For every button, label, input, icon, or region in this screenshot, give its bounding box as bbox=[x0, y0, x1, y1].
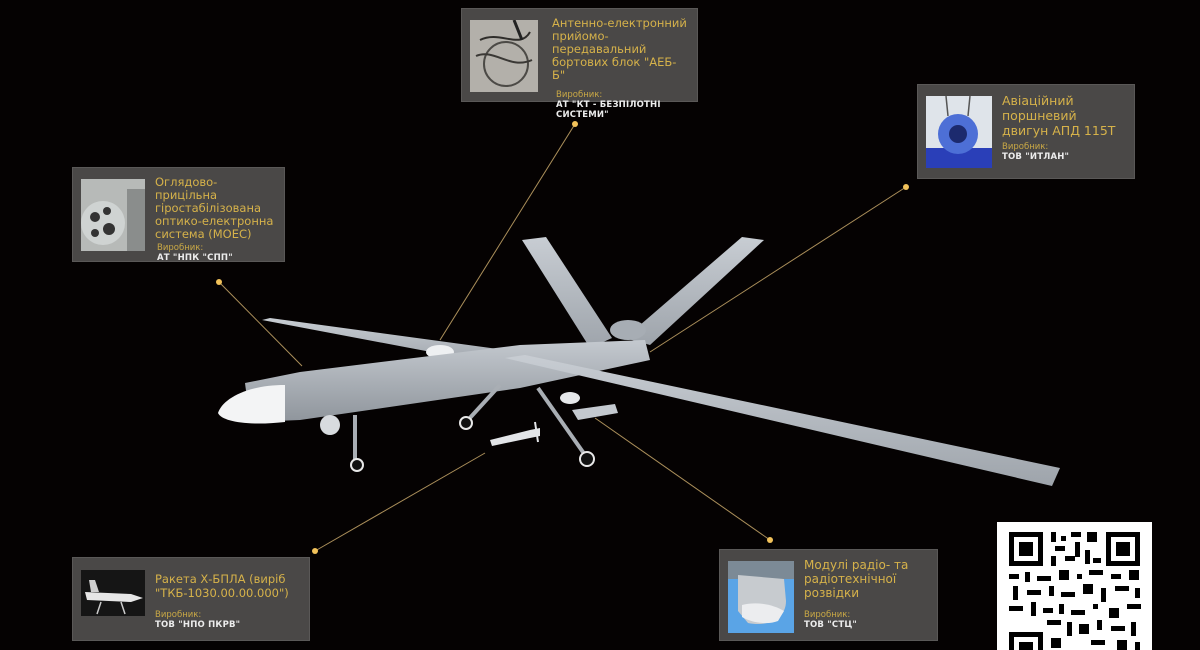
qr-code[interactable] bbox=[997, 522, 1152, 650]
maker-name: АТ "НПК "СПП" bbox=[157, 253, 233, 263]
maker-label: Виробник: bbox=[804, 610, 851, 620]
leader-dot bbox=[216, 279, 222, 285]
callout-title: Оглядово-прицільна гіростабілізована опт… bbox=[155, 175, 274, 241]
recon-pod bbox=[572, 404, 618, 420]
maker-label: Виробник: bbox=[1002, 142, 1049, 152]
maker-label: Виробник: bbox=[155, 610, 202, 620]
antenna-unit-photo bbox=[470, 20, 538, 92]
wing-right bbox=[505, 355, 1060, 486]
leader-dot bbox=[903, 184, 909, 190]
callout-recon: Модулі радіо- та радіотехнічної розвідки… bbox=[719, 549, 938, 641]
callout-title: Антенно-електронний прийомо-передавальни… bbox=[552, 16, 687, 82]
callout-title: Ракета Х-БПЛА (виріб "ТКБ-1030.00.00.000… bbox=[155, 572, 289, 600]
callout-engine: Авіаційний поршневий двигун АПД 115Т Вир… bbox=[917, 84, 1135, 179]
leader-dot bbox=[312, 548, 318, 554]
callout-title: Авіаційний поршневий двигун АПД 115Т bbox=[1002, 93, 1116, 138]
underwing-sensor bbox=[560, 392, 580, 404]
maker-name: ТОВ "СТЦ" bbox=[804, 620, 858, 630]
landing-gear bbox=[353, 383, 587, 460]
maker-name: ТОВ "НПО ПКРВ" bbox=[155, 620, 241, 630]
qr-code-icon bbox=[997, 522, 1152, 650]
leader-dot bbox=[572, 121, 578, 127]
callout-title: Модулі радіо- та радіотехнічної розвідки bbox=[804, 558, 909, 600]
optical-turret bbox=[320, 415, 340, 435]
maker-label: Виробник: bbox=[157, 243, 204, 253]
missile-photo bbox=[81, 570, 145, 616]
tail-fin-right bbox=[625, 237, 764, 345]
maker-name: АТ "КТ - БЕЗПІЛОТНІ СИСТЕМИ" bbox=[556, 100, 661, 120]
engine-housing bbox=[610, 320, 646, 340]
callout-aeb-b: Антенно-електронний прийомо-передавальни… bbox=[461, 8, 698, 120]
tail-fin-left bbox=[522, 237, 612, 348]
recon-module-photo bbox=[728, 561, 794, 633]
nose-cone bbox=[218, 385, 285, 424]
nose-wheel bbox=[350, 458, 364, 472]
main-wheel-right bbox=[579, 451, 595, 467]
maker-label: Виробник: bbox=[556, 90, 603, 100]
leader-dot bbox=[767, 537, 773, 543]
leader-lines bbox=[218, 123, 907, 552]
leader-dots bbox=[216, 121, 909, 554]
maker-name: ТОВ "ИТЛАН" bbox=[1002, 152, 1070, 162]
missile bbox=[490, 428, 540, 446]
callout-moes: Оглядово-прицільна гіростабілізована опт… bbox=[72, 167, 285, 263]
engine-photo bbox=[926, 96, 992, 168]
optical-system-photo bbox=[81, 179, 145, 251]
callout-missile: Ракета Х-БПЛА (виріб "ТКБ-1030.00.00.000… bbox=[72, 557, 310, 641]
main-wheel-left bbox=[459, 416, 473, 430]
